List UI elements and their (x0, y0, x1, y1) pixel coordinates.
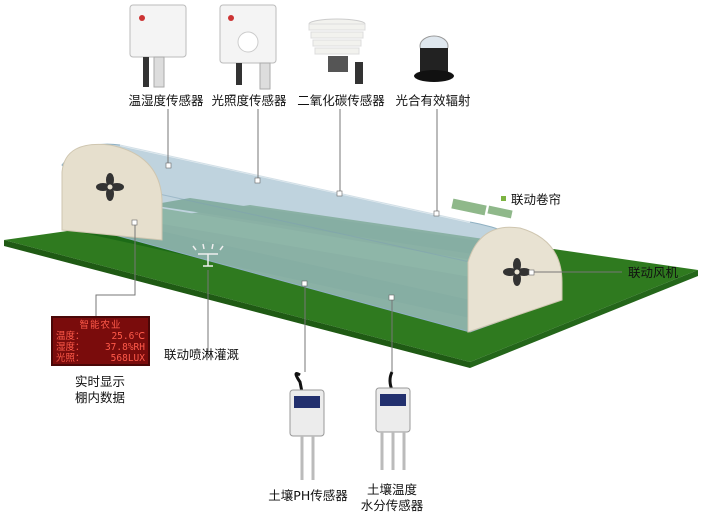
display-label: 实时显示 棚内数据 (74, 374, 126, 405)
sensor-label-co2: 二氧化碳传感器 (297, 93, 385, 108)
soil-temp-moisture-label: 土壤温度 水分传感器 (360, 482, 424, 513)
curtain-label: 联动卷帘 (511, 192, 562, 207)
ground-edge (4, 240, 470, 368)
sprinkler-icon (192, 243, 224, 267)
light-sensor (219, 4, 277, 90)
co2-sensor (308, 18, 366, 84)
fan-label: 联动风机 (628, 265, 679, 280)
led-display-title: 智能农业 (79, 320, 122, 331)
fan-icon (96, 173, 124, 201)
sensor-label-light: 光照度传感器 (211, 93, 287, 108)
soil-temperature-moisture-sensor (375, 371, 411, 470)
sensor-label-par: 光合有效辐射 (395, 93, 471, 108)
led-display-panel: 智能农业 温度：25.6℃ 湿度：37.8%RH 光照：568LUX (51, 316, 150, 366)
curtain-roller (451, 198, 487, 216)
curtain-marker (501, 196, 506, 201)
sprinkler-label: 联动喷淋灌溉 (164, 347, 240, 362)
sensor-label-temp-humidity: 温湿度传感器 (128, 93, 204, 108)
led-row-light: 光照：568LUX (56, 353, 145, 364)
leader-lines (95, 109, 622, 372)
marker-dots (131, 162, 535, 301)
par-sensor (414, 35, 454, 82)
soil-ph-sensor (289, 372, 325, 480)
led-row-temperature: 温度：25.6℃ (56, 331, 145, 342)
fan-icon (503, 258, 531, 286)
temperature-humidity-sensor (129, 4, 187, 88)
led-row-humidity: 湿度：37.8%RH (56, 342, 145, 353)
soil-ph-label: 土壤PH传感器 (268, 488, 348, 503)
